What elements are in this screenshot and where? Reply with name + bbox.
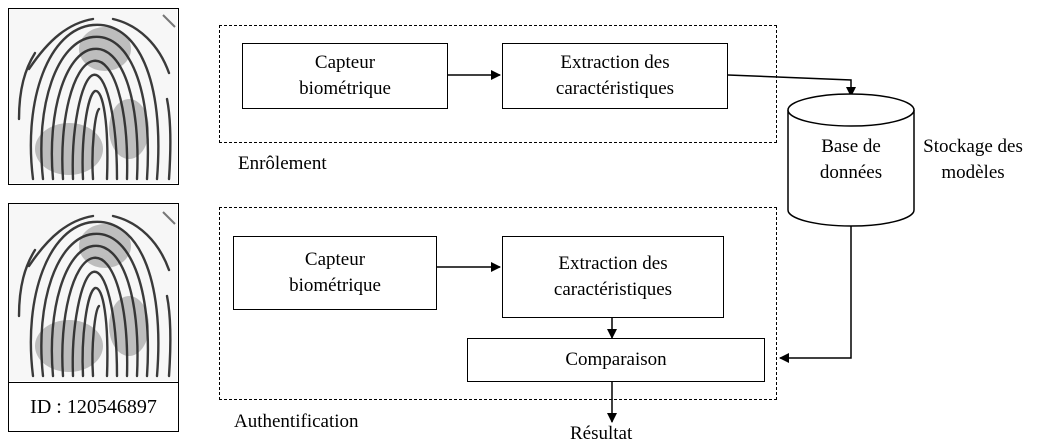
enrolment-sensor-box: Capteur biométrique	[242, 43, 448, 109]
enrolment-section-label: Enrôlement	[238, 153, 327, 174]
authentication-section-label: Authentification	[234, 411, 359, 432]
storage-label-line1: Stockage des	[923, 136, 1023, 157]
authentication-extraction-label-line2: caractéristiques	[553, 279, 673, 300]
fingerprint-image-top	[8, 8, 179, 185]
enrolment-extraction-label-line1: Extraction des	[560, 52, 670, 74]
authentication-extraction-box: Extraction des caractéristiques	[502, 236, 724, 318]
enrolment-region	[219, 25, 777, 143]
fingerprint-icon	[9, 9, 177, 183]
authentication-region	[219, 207, 777, 400]
arrow-extraction-to-database	[727, 74, 856, 97]
fingerprint-image-bottom	[8, 203, 179, 383]
database-cylinder-icon	[787, 93, 915, 227]
enrolment-extraction-box: Extraction des caractéristiques	[502, 43, 728, 109]
database-label-line2: données	[819, 161, 883, 183]
arrow-database-to-comparison	[779, 226, 852, 363]
authentication-extraction-label-line1: Extraction des	[558, 253, 668, 275]
authentication-sensor-box: Capteur biométrique	[233, 236, 437, 310]
database-label-line1: Base de	[821, 136, 881, 157]
enrolment-sensor-label-line1: Capteur	[314, 52, 376, 74]
fingerprint-icon	[9, 204, 177, 381]
storage-label-line2: modèles	[941, 161, 1005, 183]
comparison-box: Comparaison	[467, 338, 765, 382]
authentication-sensor-label-line1: Capteur	[304, 249, 366, 271]
storage-label: Stockage des modèles	[908, 134, 1038, 185]
result-label: Résultat	[570, 423, 633, 444]
id-label: ID : 120546897	[8, 382, 179, 432]
enrolment-sensor-label-line2: biométrique	[299, 78, 391, 99]
database-label: Base de données	[794, 134, 908, 185]
authentication-sensor-label-line2: biométrique	[289, 275, 381, 296]
enrolment-extraction-label-line2: caractéristiques	[555, 78, 675, 99]
